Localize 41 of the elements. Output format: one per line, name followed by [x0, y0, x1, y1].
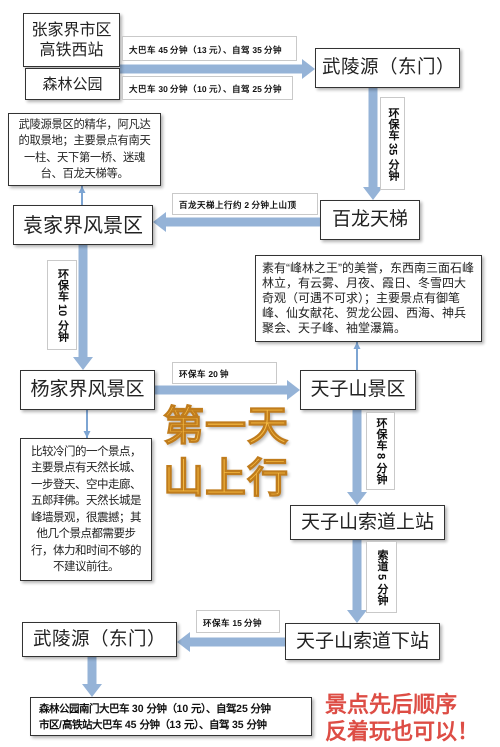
- edge-label: 环保车 10 分钟: [47, 260, 77, 350]
- place-box: 天子山索道下站: [285, 623, 440, 660]
- place-box: 杨家界风景区: [20, 370, 155, 410]
- place-box: 袁家界风景区: [13, 205, 153, 245]
- route-text: 市区/高铁站大巴车 45 分钟（13 元）、自驾 35 分钟: [39, 718, 267, 732]
- edge-label: 百龙天梯上行约 2 分钟上山顶: [172, 193, 318, 215]
- arrow: [78, 186, 86, 205]
- place-box: 天子山索道上站: [290, 505, 445, 540]
- note-text: 景点先后顺序: [325, 693, 457, 718]
- edge-label: 索道 5 分钟: [366, 541, 397, 613]
- edge-label: 环保车 20 钟: [172, 362, 277, 384]
- edge-label: 大巴车 30 分钟（10 元）、自驾 25 分钟: [122, 76, 293, 100]
- info-box: [30, 697, 312, 736]
- description-box: 武陵源景区的精华，阿凡达的取景地；主要景点有南天一柱、天下第一桥、迷魂台、百龙天梯等。: [8, 113, 161, 186]
- description-box: 比较冷门的一个景点，主要景点有天然长城、一步登天、空中走廊、五郎拜佛。天然长城是峰墙景观，很震撼；其他几个景点都需要步行，体力和时间不够的不建议前往。: [20, 438, 152, 581]
- edge-label: 环保车 35 分钟: [380, 97, 405, 190]
- note-text: 反着玩也可以！: [325, 720, 479, 744]
- edge-label: 环保车 8 分钟: [366, 412, 395, 490]
- arrow: [347, 410, 367, 505]
- description-box: 素有“峰林之王”的美誉，东西南三面石峰林立，有云雾、月夜、霞日、冬雪四大奇观（可遇不可求）；主要景点有御笔峰、仙女献花、贺龙公园、西海、神兵聚会、天子峰、袖堂瀑篇。: [255, 255, 482, 342]
- place-box: 森林公园: [25, 68, 120, 100]
- arrow: [153, 212, 320, 232]
- arrow: [73, 245, 93, 370]
- place-box: 武陵源（东门）: [315, 48, 460, 88]
- arrow: [82, 657, 102, 697]
- title-text: 第一天: [163, 404, 289, 450]
- place-box: 武陵源（东门）: [22, 622, 177, 657]
- arrow: [347, 540, 367, 623]
- arrow: [363, 88, 383, 200]
- edge-label: 环保车 15 分钟: [196, 610, 280, 633]
- place-box: 百龙天梯: [320, 200, 420, 240]
- place-box: 天子山景区: [300, 370, 416, 410]
- arrow: [177, 632, 285, 652]
- place-box: 张家界市区高铁西站: [23, 13, 120, 67]
- title-text: 山上行: [163, 456, 289, 502]
- edge-label: 大巴车 45 分钟（13 元）、自驾 35 分钟: [122, 36, 297, 61]
- arrow: [120, 59, 315, 79]
- arrow: [354, 342, 360, 370]
- route-text: 森林公园南门大巴车 30 分钟（10 元）、自驾25 分钟: [39, 702, 271, 716]
- arrow: [155, 380, 300, 400]
- arrow: [84, 410, 90, 438]
